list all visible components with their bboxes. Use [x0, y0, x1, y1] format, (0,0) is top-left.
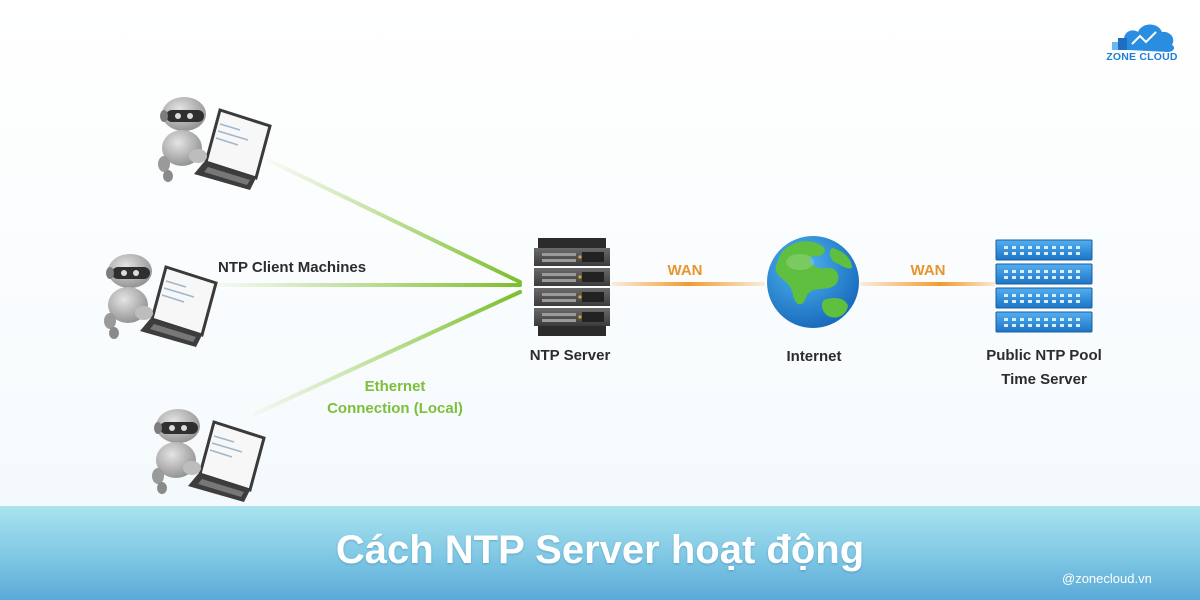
- client-machine-icon: [150, 407, 266, 504]
- label-public-ntp-pool: Public NTP Pool: [986, 347, 1102, 364]
- title-banner: [0, 506, 1200, 600]
- label-wan-left: WAN: [667, 262, 703, 279]
- client-machine-icon: [102, 252, 218, 349]
- client-machine-icon: [156, 95, 272, 192]
- label-ntp-server: NTP Server: [529, 347, 611, 364]
- label-ntp-client-machines: NTP Client Machines: [218, 259, 367, 276]
- zone-cloud-logo: [1112, 24, 1175, 52]
- label-internet: Internet: [786, 348, 842, 365]
- logo-text: ZONE CLOUD: [1106, 51, 1178, 63]
- ntp-server-icon: [534, 238, 610, 336]
- link-client-1: [266, 158, 522, 284]
- social-handle: @zonecloud.vn: [1062, 571, 1152, 586]
- banner-title: Cách NTP Server hoạt động: [335, 528, 865, 572]
- label-wan-right: WAN: [910, 262, 946, 279]
- label-time-server: Time Server: [1001, 371, 1087, 388]
- globe-icon: [767, 236, 859, 328]
- label-ethernet: Ethernet: [364, 378, 426, 395]
- public-ntp-pool-icon: [995, 239, 1093, 333]
- link-client-3: [253, 290, 522, 416]
- label-ethernet-connection: Connection (Local): [327, 400, 463, 417]
